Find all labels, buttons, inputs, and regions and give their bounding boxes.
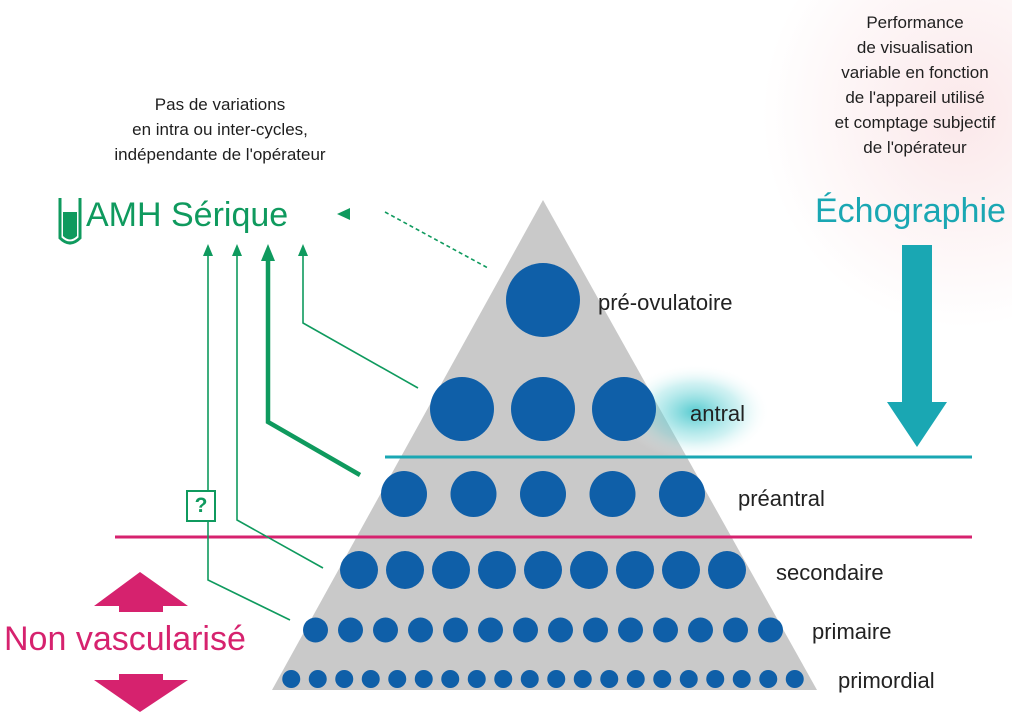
stage-label-primordial: primordial bbox=[838, 668, 935, 693]
echography-arrow-icon bbox=[887, 245, 947, 447]
echography-note: Performance de visualisation variable en… bbox=[790, 10, 1012, 160]
echography-note-line: Performance bbox=[866, 13, 964, 32]
follicle-5 bbox=[520, 670, 539, 688]
follicle-5 bbox=[414, 670, 433, 688]
follicle-5 bbox=[335, 670, 354, 688]
follicle-4 bbox=[653, 617, 678, 643]
follicle-4 bbox=[548, 617, 573, 643]
echography-note-line: de visualisation bbox=[856, 38, 974, 57]
follicle-1 bbox=[592, 377, 656, 441]
follicle-5 bbox=[573, 670, 592, 688]
arrow-up-icon bbox=[94, 572, 188, 612]
follicle-5 bbox=[600, 670, 619, 688]
follicle-2 bbox=[381, 471, 427, 517]
amh-connectors bbox=[207, 211, 489, 621]
amh-note-line: Pas de variations bbox=[154, 95, 286, 114]
arrow-down-icon bbox=[94, 674, 188, 712]
follicle-5 bbox=[626, 670, 645, 688]
follicle-2 bbox=[659, 471, 705, 517]
follicle-5 bbox=[467, 670, 486, 688]
follicle-4 bbox=[723, 617, 748, 643]
follicle-5 bbox=[653, 670, 672, 688]
follicle-4 bbox=[478, 617, 503, 643]
follicle-3 bbox=[524, 551, 562, 589]
follicle-3 bbox=[662, 551, 700, 589]
follicle-5 bbox=[679, 670, 698, 688]
echography-glow bbox=[620, 364, 770, 460]
follicle-3 bbox=[616, 551, 654, 589]
follicle-1 bbox=[430, 377, 494, 441]
follicle-3 bbox=[386, 551, 424, 589]
stage-label-antral: antral bbox=[690, 401, 746, 426]
follicle-1 bbox=[511, 377, 575, 441]
follicle-5 bbox=[494, 670, 513, 688]
amh-note-line: indépendante de l'opérateur bbox=[114, 145, 326, 164]
follicle-group bbox=[282, 263, 804, 688]
follicle-2 bbox=[450, 471, 497, 517]
echography-note-line: de l'opérateur bbox=[863, 138, 967, 157]
follicle-3 bbox=[708, 551, 746, 589]
follicle-4 bbox=[373, 617, 398, 643]
follicle-4 bbox=[303, 617, 328, 643]
background-glow bbox=[760, 0, 1012, 330]
follicle-5 bbox=[732, 670, 751, 688]
follicle-4 bbox=[583, 617, 608, 643]
follicle-4 bbox=[338, 617, 363, 643]
echography-note-line: de l'appareil utilisé bbox=[845, 88, 985, 107]
amh-note: Pas de variations en intra ou inter-cycl… bbox=[40, 92, 400, 167]
follicle-2 bbox=[520, 471, 566, 517]
follicle-5 bbox=[441, 670, 460, 688]
echography-note-line: variable en fonction bbox=[841, 63, 989, 82]
amh-arrowheads bbox=[203, 208, 350, 261]
connector-preovulatoire-dashed bbox=[384, 211, 489, 269]
echography-note-line: et comptage subjectif bbox=[834, 113, 996, 132]
stage-label-preovulatoire: pré-ovulatoire bbox=[598, 290, 733, 315]
follicle-5 bbox=[308, 670, 327, 688]
follicle-2 bbox=[589, 471, 636, 517]
stage-label-secondaire: secondaire bbox=[776, 560, 884, 585]
follicle-5 bbox=[361, 670, 380, 688]
follicle-3 bbox=[340, 551, 378, 589]
stage-label-preantral: préantral bbox=[738, 486, 825, 511]
follicle-3 bbox=[478, 551, 516, 589]
echography-title: Échographie bbox=[815, 192, 1006, 230]
follicle-3 bbox=[432, 551, 470, 589]
test-tube-icon bbox=[58, 198, 82, 245]
follicle-4 bbox=[758, 617, 783, 643]
follicle-4 bbox=[443, 617, 468, 643]
follicle-5 bbox=[547, 670, 566, 688]
follicle-5 bbox=[785, 670, 804, 688]
follicle-0 bbox=[506, 263, 580, 337]
amh-title: AMH Sérique bbox=[86, 196, 289, 234]
connector-secondaire bbox=[236, 253, 324, 569]
connector-antral bbox=[302, 253, 419, 389]
amh-note-line: en intra ou inter-cycles, bbox=[132, 120, 308, 139]
follicle-5 bbox=[706, 670, 725, 688]
follicle-4 bbox=[618, 617, 643, 643]
connector-primaire bbox=[207, 253, 291, 621]
follicle-4 bbox=[513, 617, 538, 643]
non-vascularise-label: Non vascularisé bbox=[4, 620, 246, 658]
follicle-5 bbox=[388, 670, 407, 688]
follicle-5 bbox=[759, 670, 778, 688]
stage-label-primaire: primaire bbox=[812, 619, 892, 644]
follicle-5 bbox=[282, 670, 301, 688]
follicle-4 bbox=[408, 617, 433, 643]
follicle-3 bbox=[570, 551, 608, 589]
connector-preantral-bold bbox=[265, 260, 362, 477]
question-box: ? bbox=[186, 490, 216, 522]
follicle-4 bbox=[688, 617, 713, 643]
